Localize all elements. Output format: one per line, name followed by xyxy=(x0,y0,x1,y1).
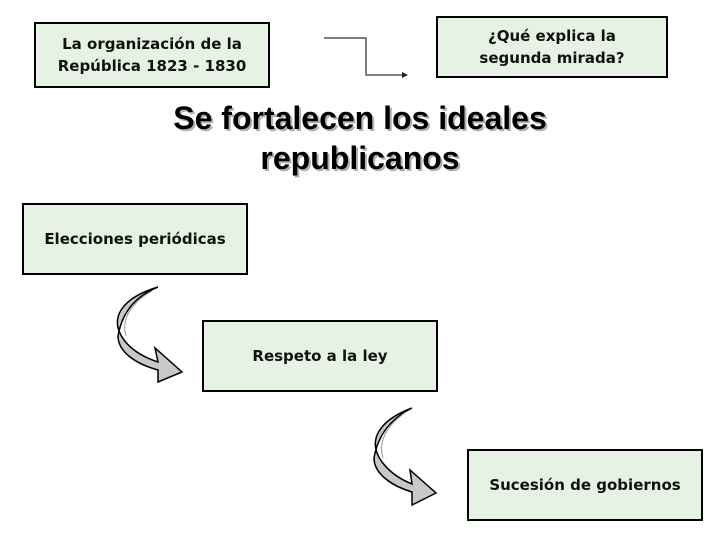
organizacion-republica-box: La organización de la República 1823 - 1… xyxy=(34,22,270,88)
diagram-title: Se fortalecen los ideales republicanos xyxy=(173,100,547,176)
step-elecciones-box: Elecciones periódicas xyxy=(22,203,248,275)
step-sucesion-label: Sucesión de gobiernos xyxy=(489,476,681,494)
step-elecciones-label: Elecciones periódicas xyxy=(44,230,226,248)
step-respeto-box: Respeto a la ley xyxy=(202,320,438,392)
organizacion-republica-text: La organización de la República 1823 - 1… xyxy=(57,35,247,75)
step-sucesion-box: Sucesión de gobiernos xyxy=(467,449,703,521)
segunda-mirada-box: ¿Qué explica la segunda mirada? xyxy=(436,16,668,78)
segunda-mirada-text: ¿Qué explica la segunda mirada? xyxy=(479,27,625,67)
step-respeto-label: Respeto a la ley xyxy=(252,347,388,365)
